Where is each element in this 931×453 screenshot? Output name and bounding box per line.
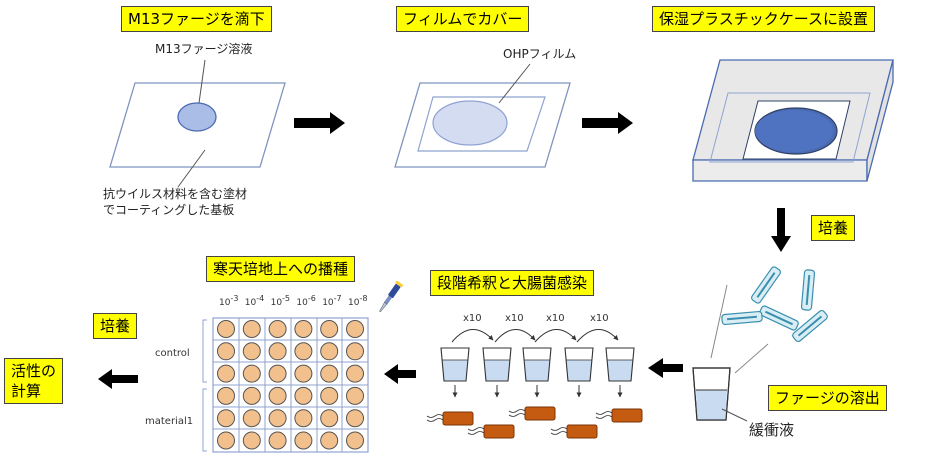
arrow-step-2: [582, 112, 633, 134]
plate-dot: [346, 320, 364, 338]
plate-dot: [346, 342, 364, 361]
step-culture2-label: 培養: [93, 313, 138, 339]
plate-dot: [242, 386, 261, 405]
substrate-label-line1: 抗ウイルス材料を含む塗材: [103, 187, 248, 201]
column-header: 10-4: [244, 294, 265, 311]
step-elute-label: ファージの溶出: [768, 385, 887, 411]
plate-dot: [242, 431, 261, 450]
plate-dot: [217, 409, 235, 428]
step-dilute-label: 段階希釈と大腸菌感染: [430, 270, 595, 296]
plate-dot: [242, 320, 261, 338]
plate-dot: [268, 342, 287, 361]
column-header-base: 10: [296, 298, 308, 308]
column-header-exponent: -6: [307, 294, 316, 303]
column-header-base: 10: [322, 298, 334, 308]
film-covered-substrate: [394, 63, 571, 168]
phage-solution-label: M13ファージ溶液: [155, 42, 253, 56]
plate-dot: [268, 409, 287, 428]
column-header-base: 10: [348, 298, 360, 308]
plate-dot: [320, 431, 339, 450]
plate-dot: [320, 320, 339, 338]
column-header-exponent: -4: [256, 294, 265, 303]
plate-dot: [217, 320, 235, 338]
plate-dot: [320, 409, 339, 428]
dilution-factor-label: x10: [505, 313, 524, 324]
plate-dot: [217, 364, 235, 383]
plate-dot: [294, 409, 313, 428]
humid-plastic-case: [692, 59, 894, 182]
plate-dot: [242, 342, 261, 361]
plate-dot: [217, 431, 235, 450]
plate-dot: [242, 409, 261, 428]
plate-dot: [346, 364, 364, 383]
plate-dot: [294, 342, 313, 361]
ohp-film-label: OHPフィルム: [503, 47, 577, 61]
plate-dot: [294, 386, 313, 405]
cup-to-ecoli-arrows: [452, 385, 623, 398]
substrate-with-drop: [109, 59, 286, 188]
column-header: 10-7: [322, 294, 342, 311]
plate-dot: [320, 342, 339, 361]
column-header: 10-5: [270, 294, 291, 311]
plate-dot: [320, 364, 339, 383]
arrow-step-6: [98, 369, 138, 389]
row-label-control: control: [155, 348, 190, 359]
buffer-cup: [692, 284, 769, 422]
plate-dot: [346, 431, 364, 450]
plate-dot: [242, 364, 261, 383]
step-cover-label: フィルムでカバー: [396, 6, 530, 32]
microtubes: [721, 266, 828, 343]
step-drop-label: M13ファージを滴下: [121, 6, 272, 32]
column-header-base: 10: [270, 298, 283, 308]
plate-dot: [294, 431, 313, 450]
plate-dot: [268, 320, 287, 338]
row-label-material: material1: [145, 416, 194, 427]
dilution-factor-label: x10: [463, 313, 482, 324]
column-header-exponent: -3: [230, 294, 239, 303]
plate-dot: [268, 386, 287, 405]
plate-dot: [217, 342, 235, 361]
plate-dot: [294, 364, 313, 383]
step-calc-line2: 計算: [11, 382, 42, 400]
column-header-exponent: -8: [359, 294, 368, 303]
plate-dot: [268, 431, 287, 450]
dilution-factor-label: x10: [590, 313, 609, 324]
plate-dot: [346, 386, 364, 405]
column-header-base: 10: [244, 298, 257, 308]
arrow-step-5: [384, 364, 416, 384]
arrow-step-3: [771, 208, 791, 252]
step-calc-line1: 活性の: [11, 362, 57, 380]
transfer-arcs: [451, 329, 619, 343]
step-plate-label: 寒天培地上への播種: [206, 256, 356, 282]
column-header-exponent: -5: [282, 294, 291, 303]
column-header-exponent: -7: [333, 294, 342, 303]
step-calc-label: 活性の 計算: [4, 358, 64, 404]
step-culture-label: 培養: [811, 215, 856, 241]
dilution-cups: [440, 347, 635, 382]
substrate-label-line2: でコーティングした基板: [103, 203, 235, 217]
column-header: 10-6: [296, 294, 316, 311]
arrow-step-1: [294, 112, 345, 134]
ecoli-cells: [426, 406, 643, 439]
step-case-label: 保湿プラスチックケースに設置: [652, 6, 875, 32]
agar-plate-grid: [202, 317, 369, 453]
arrow-step-4: [648, 358, 683, 378]
plate-dot: [294, 320, 313, 338]
dilution-factor-label: x10: [546, 313, 565, 324]
column-header: 10-8: [348, 294, 368, 311]
plate-dot: [268, 364, 287, 383]
plate-dot: [217, 386, 235, 405]
column-header-base: 10: [219, 298, 231, 308]
plate-dot: [320, 386, 339, 405]
buffer-label: 緩衝液: [749, 421, 795, 439]
plate-dot: [346, 409, 364, 428]
pipette: [379, 280, 404, 313]
column-header: 10-3: [219, 294, 239, 311]
